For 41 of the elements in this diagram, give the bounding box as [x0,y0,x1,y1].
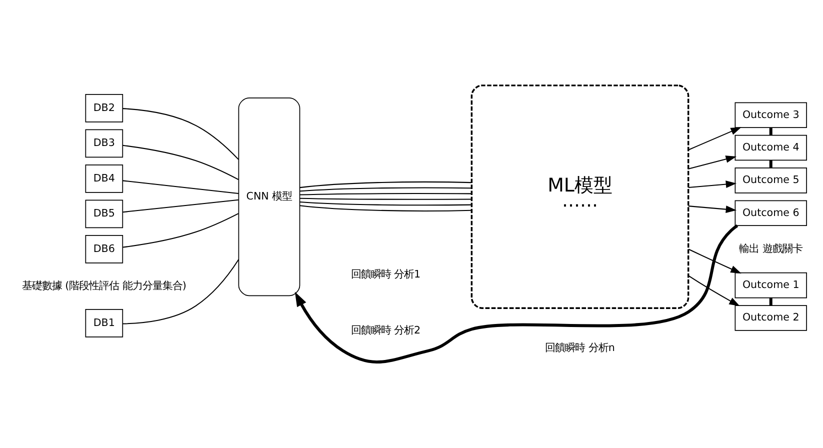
label: 回饋瞬時 分析n [545,341,615,354]
node-box: DB1 [85,308,124,337]
connector [769,127,772,135]
connector [300,200,472,206]
node-box: Outcome 4 [734,134,807,160]
connector [769,297,772,305]
arrow [688,126,742,150]
label: 基礎數據 (階段性評估 能力分量集合) [22,279,186,292]
arrow [688,274,740,306]
node-box: Outcome 3 [734,102,807,128]
node-box: Outcome 1 [734,272,807,298]
connector [300,186,472,192]
connector [300,204,472,211]
node-box: DB5 [85,199,124,228]
arrow [294,224,738,363]
node-box: DB6 [85,234,124,263]
connector [300,192,472,195]
connector [122,258,240,324]
node-box: Outcome 6 [734,200,807,226]
node-box: CNN 模型 [238,96,300,296]
node-box: DB2 [85,94,124,122]
arrow [688,205,737,213]
label: 輸出 遊戲關卡 [739,242,803,254]
connector [122,212,239,248]
label: 回饋瞬時 分析1 [350,268,421,280]
connector [122,144,239,180]
label: 回饋瞬時 分析2 [350,324,421,336]
connector [769,160,772,168]
connector [122,108,239,160]
arrow [688,180,737,188]
node-box: ML模型 ······ [470,84,690,308]
connector [122,198,238,212]
node-box: Outcome 2 [734,304,807,330]
arrow [688,155,736,169]
node-box: DB3 [85,128,124,158]
node-box: DB4 [85,164,124,192]
connector [300,197,472,200]
connector [122,180,238,194]
node-box: Outcome 5 [734,167,807,193]
connector [300,180,472,188]
arrow [688,248,742,273]
